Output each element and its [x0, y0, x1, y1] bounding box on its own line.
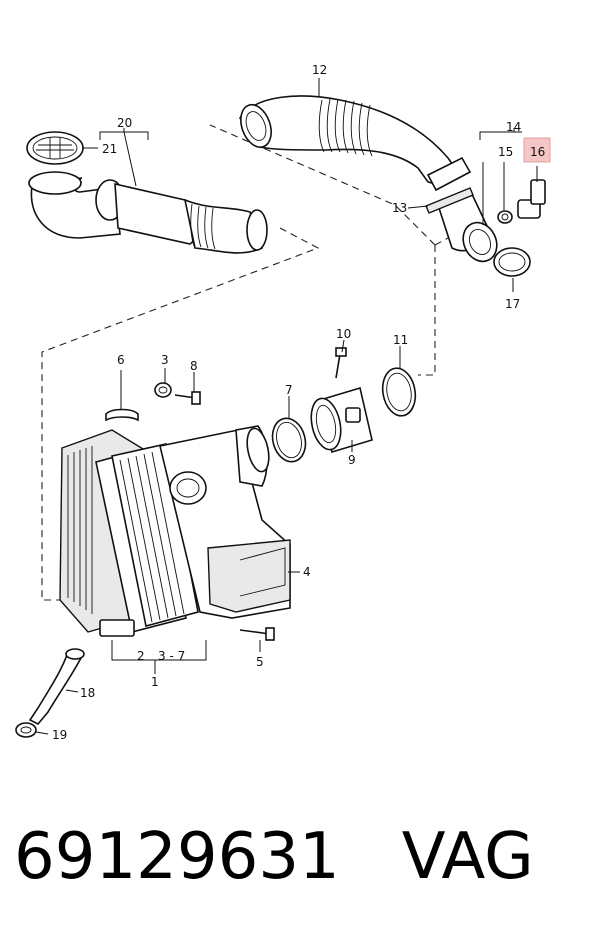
brand-label: VAG: [401, 820, 534, 894]
callout-6: 6: [117, 353, 125, 367]
callout-7: 7: [285, 383, 293, 397]
callout-labels: 12 20 21 14 15 16 13 17 10 11 6 3 8 7 9 …: [52, 63, 545, 742]
housing-bracket[interactable]: [239, 547, 286, 597]
clamp-part-19[interactable]: [15, 722, 37, 738]
callout-13: 13: [392, 201, 407, 215]
callout-9: 9: [348, 453, 356, 467]
leader-lines: [35, 78, 538, 735]
callout-1: 1: [151, 675, 159, 689]
callout-12: 12: [312, 63, 327, 77]
screw-part-8[interactable]: [174, 391, 201, 405]
outlet-pipe-assembly[interactable]: [425, 179, 546, 277]
callout-18: 18: [80, 686, 95, 700]
part-number: 69129631: [14, 820, 340, 894]
callout-3-7: 3 - 7: [158, 649, 185, 663]
callout-19: 19: [52, 728, 67, 742]
bolt-part-5[interactable]: [239, 627, 275, 641]
air-mass-meter-part-9[interactable]: [307, 386, 373, 454]
clip-part-6[interactable]: [105, 408, 139, 422]
callout-16: 16: [530, 145, 545, 159]
callout-4: 4: [303, 565, 311, 579]
seal-ring-part-7[interactable]: [268, 415, 310, 466]
callout-15: 15: [498, 145, 513, 159]
highlight-box-16: [523, 137, 551, 163]
callout-14: 14: [506, 120, 521, 134]
callout-5: 5: [256, 655, 264, 669]
hose-clamp-part-11[interactable]: [379, 366, 419, 419]
inlet-duct[interactable]: [28, 171, 268, 254]
callout-8: 8: [190, 359, 198, 373]
callout-11: 11: [393, 333, 408, 347]
air-intake-exploded-diagram: 12 20 21 14 15 16 13 17 10 11 6 3 8 7 9 …: [15, 63, 551, 742]
footer: 69129631 VAG: [14, 812, 594, 902]
callout-21: 21: [102, 142, 117, 156]
screw-part-10[interactable]: [335, 347, 347, 379]
grommet-part-3[interactable]: [154, 382, 172, 398]
upper-intake-hose[interactable]: [235, 95, 472, 192]
callout-17: 17: [505, 297, 520, 311]
air-filter-housing[interactable]: [59, 425, 291, 637]
drain-hose-part-18[interactable]: [28, 648, 85, 725]
callout-10: 10: [336, 327, 351, 341]
callout-3: 3: [161, 353, 169, 367]
filter-disc[interactable]: [26, 131, 84, 165]
callout-20: 20: [117, 116, 132, 130]
callout-2: 2: [137, 649, 145, 663]
